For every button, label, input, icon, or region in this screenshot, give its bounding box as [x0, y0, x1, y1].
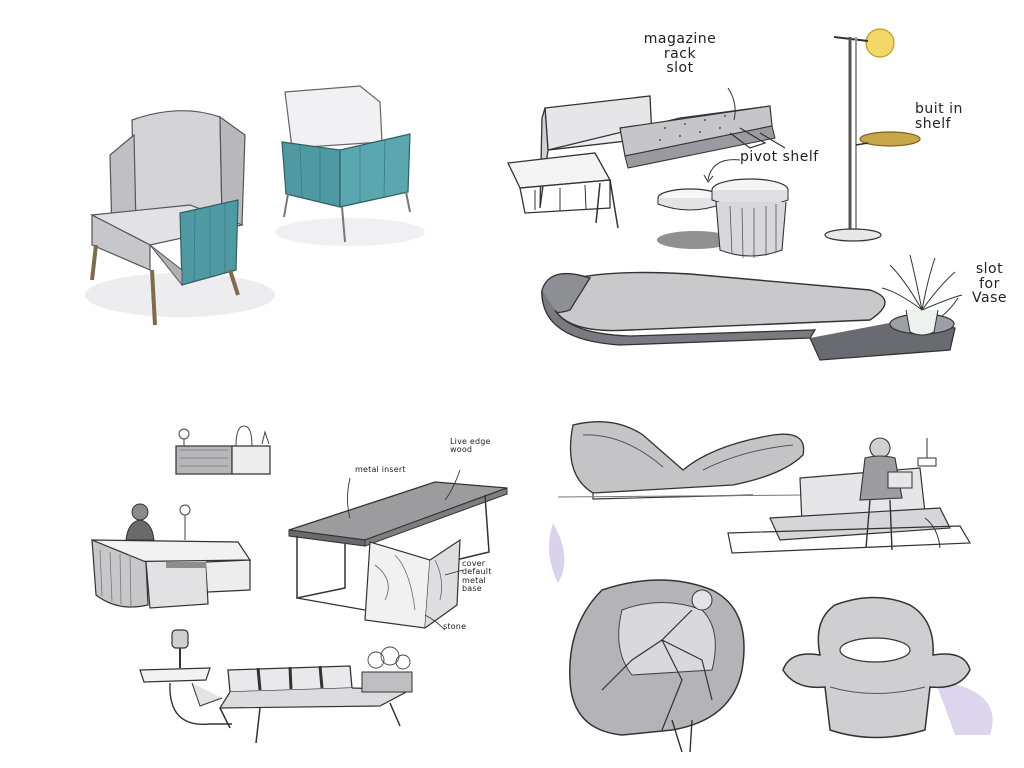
annotation-metal-base: cover default metal base — [462, 559, 492, 594]
annotation-magazine-rack-slot: magazine rack slot — [643, 31, 717, 77]
sofa-with-person-sketch — [720, 428, 980, 568]
bench-with-magazine-rack-sketch — [139, 628, 425, 748]
shell-lounge-chair-sketch — [775, 595, 1010, 745]
daybed-with-shelves-sketch — [500, 87, 800, 238]
arrow-icon — [703, 159, 741, 183]
wave-chaise-sketch — [553, 415, 813, 505]
annotation-pivot-shelf: pivot shelf — [740, 149, 819, 165]
curved-bench-sketch — [510, 250, 970, 370]
wingback-armchair-front-sketch — [70, 95, 275, 335]
reception-desk-sketch — [88, 500, 258, 615]
lavender-mark — [538, 518, 578, 588]
annotation-slot-for-vase: slot for Vase — [972, 261, 1007, 307]
annotation-stone: stone — [443, 622, 467, 631]
wingback-armchair-back-sketch — [270, 82, 430, 252]
annotation-live-edge-wood: Live edge wood — [450, 437, 491, 455]
annotation-metal-insert: metal insert — [355, 465, 406, 474]
stone-base-table-sketch — [285, 469, 510, 645]
annotation-built-in-shelf: buit in shelf — [915, 101, 963, 132]
pod-lounge-chair-with-figure-sketch — [562, 570, 762, 755]
console-shelf-sketch — [170, 420, 275, 480]
floor-lamp-sketch — [820, 25, 921, 245]
pivot-shelf-sketch — [650, 170, 800, 265]
